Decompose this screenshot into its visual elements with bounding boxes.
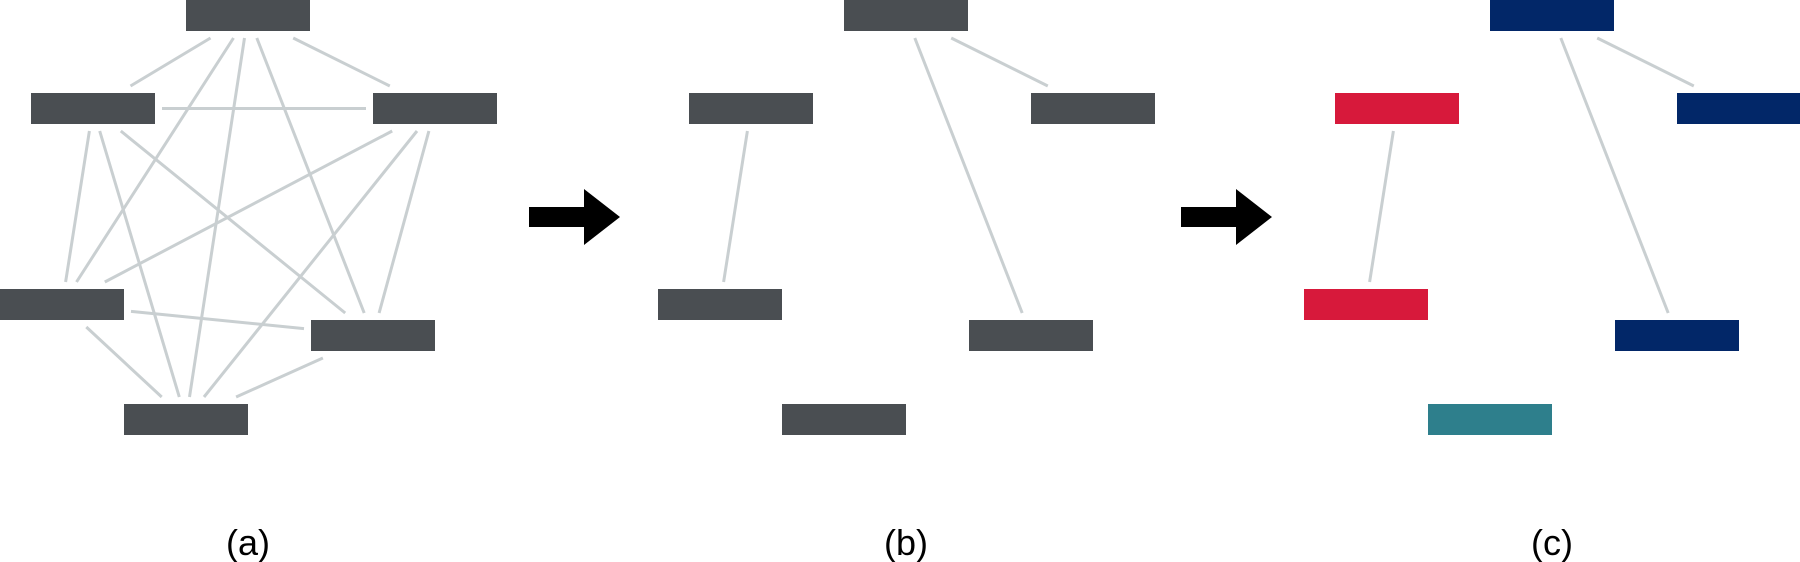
edge-b-left-b-lower-left	[722, 130, 749, 283]
node-a-lower-right	[311, 320, 435, 351]
edge-a-right-a-bottom	[202, 130, 419, 398]
node-c-right	[1677, 93, 1800, 124]
edge-a-right-a-lower-right	[377, 130, 431, 314]
panel-b-edges	[722, 36, 1049, 314]
node-b-bottom	[782, 404, 906, 435]
panel-b-label: (b)	[884, 522, 928, 562]
panel-b: (b)	[658, 0, 1155, 562]
node-a-bottom	[124, 404, 248, 435]
panel-a-label: (a)	[226, 522, 270, 562]
panel-a-nodes	[0, 0, 497, 435]
edge-c-top-c-lower-right	[1559, 37, 1670, 314]
panel-c-edges	[1368, 36, 1695, 314]
node-c-bottom	[1428, 404, 1552, 435]
transition-arrows	[529, 189, 1272, 245]
node-c-lower-right	[1615, 320, 1739, 351]
node-b-lower-right	[969, 320, 1093, 351]
edge-a-lower-left-a-lower-right	[130, 309, 305, 331]
panel-c: (c)	[1304, 0, 1800, 562]
edge-a-top-a-right	[292, 36, 391, 88]
edge-a-top-a-bottom	[188, 37, 246, 398]
node-c-left	[1335, 93, 1459, 124]
edge-a-lower-left-a-bottom	[85, 325, 163, 399]
panel-a: (a)	[0, 0, 497, 562]
node-a-left	[31, 93, 155, 124]
node-a-top	[186, 0, 310, 31]
node-c-lower-left	[1304, 289, 1428, 320]
arrow-a-to-b-icon	[529, 189, 620, 245]
arrow-b-to-c-icon	[1181, 189, 1272, 245]
node-b-top	[844, 0, 968, 31]
edge-a-top-a-left	[129, 36, 212, 88]
node-c-top	[1490, 0, 1614, 31]
edge-a-lower-right-a-bottom	[235, 356, 324, 399]
node-b-lower-left	[658, 289, 782, 320]
edge-b-top-b-lower-right	[913, 37, 1024, 314]
edge-c-top-c-right	[1596, 36, 1695, 88]
edge-a-left-a-lower-right	[119, 129, 347, 315]
panel-c-nodes	[1304, 0, 1800, 435]
edge-a-right-a-lower-left	[104, 129, 393, 284]
edge-a-left-a-lower-left	[64, 130, 91, 283]
edge-c-left-c-lower-left	[1368, 130, 1395, 283]
panel-b-nodes	[658, 0, 1155, 435]
panel-c-label: (c)	[1531, 522, 1573, 562]
node-a-right	[373, 93, 497, 124]
node-b-right	[1031, 93, 1155, 124]
node-a-lower-left	[0, 289, 124, 320]
edge-b-top-b-right	[950, 36, 1049, 88]
node-b-left	[689, 93, 813, 124]
panel-a-edges	[64, 36, 431, 399]
